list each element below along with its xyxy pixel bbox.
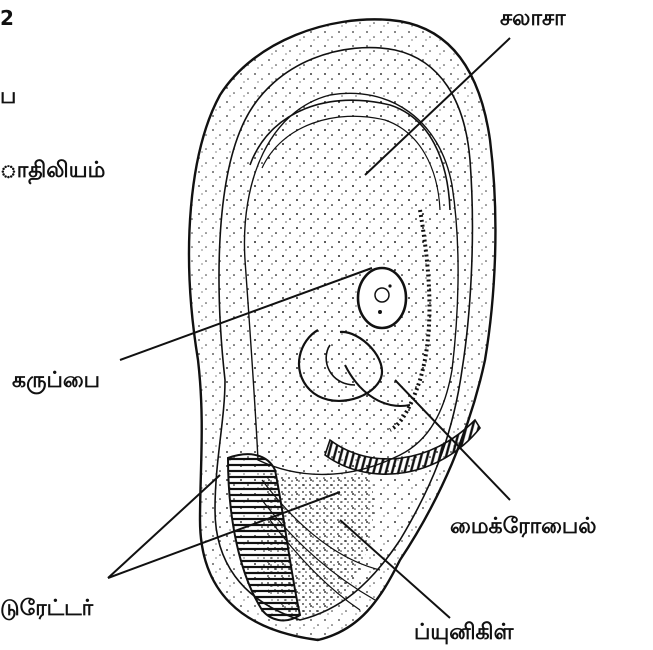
label-thiliyam-fragment: ாதிலியம் [0, 158, 105, 186]
nucellus [244, 93, 458, 474]
label-salasa: சலாசா [500, 6, 566, 34]
label-antheridia-fragment: டுரேட்டர் [0, 596, 93, 624]
label-pyunikil: ப்யுனிகிள் [414, 620, 513, 648]
label-top-left-fragment: 2 [0, 6, 14, 30]
egg-cell [358, 268, 406, 328]
label-karuppai: கருப்பை [12, 368, 100, 396]
label-pa-fragment: ப [0, 84, 16, 112]
label-micropyle: மைக்ரோபைல் [450, 514, 597, 542]
